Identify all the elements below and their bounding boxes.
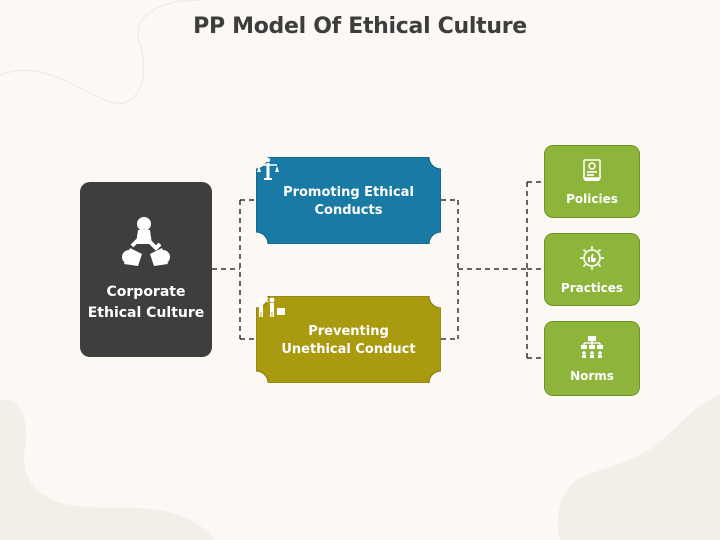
leaf-norms: Norms: [544, 321, 640, 396]
gear-thumbs-up-icon: [579, 245, 605, 275]
leaf-label: Policies: [566, 191, 618, 206]
leaf-practices: Practices: [544, 233, 640, 306]
branch-label: Preventing Unethical Conduct: [281, 324, 416, 357]
three-people-cycle-icon: [116, 214, 176, 272]
root-node-corporate-ethical-culture: Corporate Ethical Culture: [80, 182, 212, 357]
policy-document-icon: [580, 158, 604, 186]
branch-label: Promoting Ethical Conducts: [283, 185, 414, 218]
branch-promoting-ethical-conducts: Promoting Ethical Conducts: [256, 157, 441, 244]
page-title: PP Model Of Ethical Culture: [193, 14, 527, 39]
branch-preventing-unethical-conduct: Preventing Unethical Conduct: [256, 296, 441, 383]
leaf-label: Norms: [570, 368, 614, 383]
leaf-label: Practices: [560, 280, 624, 295]
hierarchy-chart-icon: [580, 335, 604, 363]
leaf-policies: Policies: [544, 145, 640, 218]
root-label: Corporate Ethical Culture: [87, 284, 205, 321]
